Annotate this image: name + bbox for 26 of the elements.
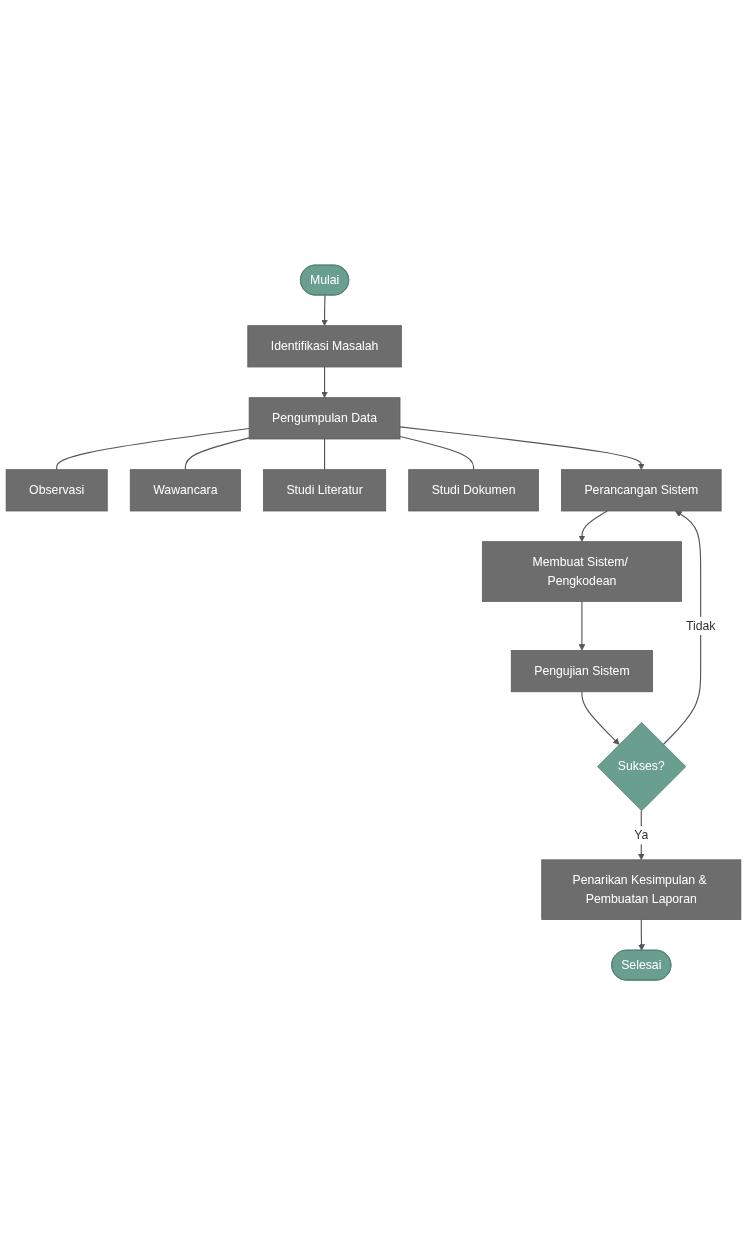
node-box: Pengumpulan Data xyxy=(248,397,401,440)
arrow xyxy=(399,426,645,470)
arrow xyxy=(321,366,328,398)
arrow xyxy=(581,691,620,745)
edge-label: Ya xyxy=(634,828,649,842)
node-box: Pengujian Sistem xyxy=(510,649,653,693)
node-box: Wawancara xyxy=(129,469,241,512)
connector xyxy=(184,437,250,471)
arrow xyxy=(321,294,328,326)
connector xyxy=(399,435,475,471)
arrow xyxy=(578,510,608,542)
arrow xyxy=(638,918,645,951)
arrow xyxy=(578,600,586,651)
node-box: Membuat Sistem/ Pengkodean xyxy=(481,541,682,602)
node-box: Studi Dokumen xyxy=(408,469,539,512)
connector xyxy=(324,438,326,471)
node-box: Studi Literatur xyxy=(263,469,387,512)
node-diamond: Sukses? xyxy=(597,721,687,812)
arrow xyxy=(662,510,702,745)
node-box: Perancangan Sistem xyxy=(561,469,722,512)
edge-label: Tidak xyxy=(685,618,716,632)
arrow xyxy=(637,810,645,861)
connector xyxy=(56,427,250,471)
node-box: Identifikasi Masalah xyxy=(247,325,402,368)
node-box: Observasi xyxy=(5,469,108,512)
node-box: Penarikan Kesimpulan & Pembuatan Laporan xyxy=(541,859,742,920)
